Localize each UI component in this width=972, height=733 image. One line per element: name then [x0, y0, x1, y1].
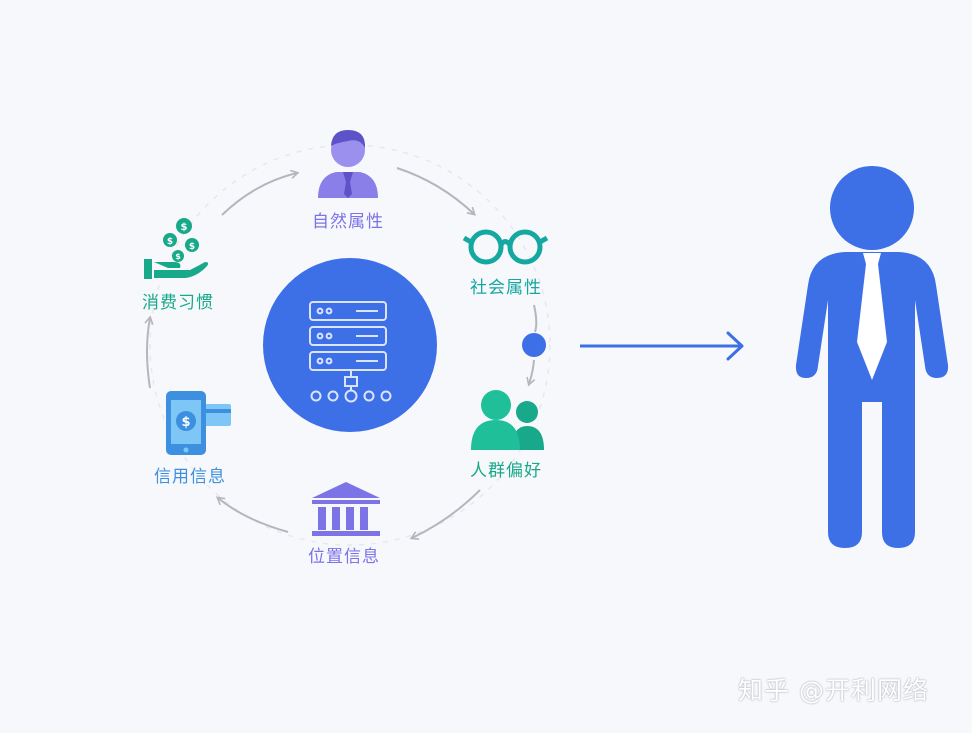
natural-attributes-label: 自然属性 — [312, 212, 384, 232]
output-arrow — [580, 331, 744, 361]
arrow-credit-to-consumption — [144, 315, 154, 389]
glasses-icon — [462, 229, 549, 265]
social-attributes-label: 社会属性 — [470, 278, 542, 298]
location-info-label: 位置信息 — [308, 547, 380, 567]
arrow-location-to-credit — [215, 496, 289, 533]
svg-text:$: $ — [189, 242, 195, 252]
phone-card-icon: $ — [166, 391, 231, 455]
connector-dot — [522, 333, 546, 357]
svg-text:$: $ — [181, 222, 188, 233]
watermark: 知乎 @开利网络 — [738, 676, 929, 705]
cycle-arrows — [144, 167, 538, 540]
svg-text:$: $ — [181, 415, 190, 430]
svg-text:$: $ — [175, 252, 181, 261]
server-icon — [263, 258, 437, 432]
money-hand-icon: $ $ $ $ — [144, 218, 209, 279]
svg-text:$: $ — [167, 237, 173, 247]
consumption-habits-label: 消费习惯 — [142, 293, 214, 313]
arrow-group-to-location — [409, 489, 481, 540]
credit-info-label: 信用信息 — [154, 467, 226, 487]
arrow-dot-to-group — [526, 359, 536, 387]
orbit-ring — [149, 144, 551, 546]
arrow-consumption-to-natural — [221, 169, 300, 216]
people-group-icon — [471, 390, 544, 450]
bank-building-icon — [312, 482, 380, 536]
user-tie-icon — [318, 130, 378, 198]
group-preference-label: 人群偏好 — [470, 461, 542, 481]
arrow-natural-to-social — [396, 167, 476, 216]
person-icon — [795, 166, 949, 548]
arrow-social-to-dot — [533, 304, 538, 333]
